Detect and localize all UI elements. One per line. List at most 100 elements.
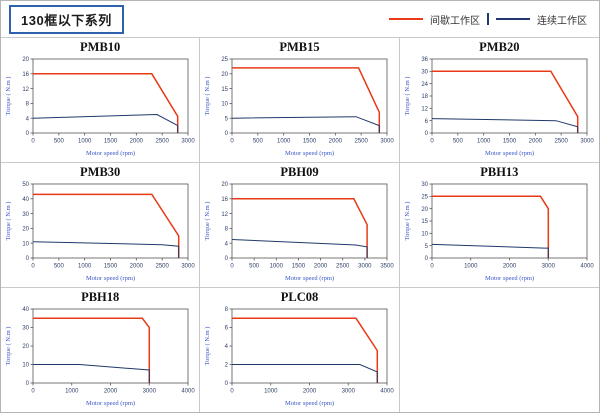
series-title: 130框以下系列 bbox=[9, 4, 124, 34]
legend-intermittent-label: 间歇工作区 bbox=[430, 15, 480, 27]
svg-text:0: 0 bbox=[231, 264, 235, 270]
svg-text:3000: 3000 bbox=[143, 389, 157, 395]
svg-text:0: 0 bbox=[425, 256, 429, 262]
svg-text:4: 4 bbox=[225, 241, 229, 247]
svg-text:Torque ( N.m ): Torque ( N.m ) bbox=[204, 77, 211, 116]
svg-text:10: 10 bbox=[222, 102, 229, 108]
svg-text:12: 12 bbox=[22, 87, 29, 93]
svg-text:2000: 2000 bbox=[503, 264, 517, 270]
svg-text:1000: 1000 bbox=[477, 139, 491, 145]
svg-text:1500: 1500 bbox=[292, 264, 306, 270]
svg-text:36: 36 bbox=[422, 57, 429, 63]
svg-text:15: 15 bbox=[422, 219, 429, 225]
svg-text:8: 8 bbox=[225, 227, 229, 233]
svg-text:1000: 1000 bbox=[65, 389, 79, 395]
svg-text:2500: 2500 bbox=[355, 139, 369, 145]
svg-text:30: 30 bbox=[422, 182, 429, 188]
svg-text:0: 0 bbox=[26, 381, 30, 387]
svg-text:18: 18 bbox=[422, 94, 429, 100]
svg-text:20: 20 bbox=[222, 182, 229, 188]
svg-text:Torque ( N.m ): Torque ( N.m ) bbox=[5, 327, 12, 366]
svg-text:2500: 2500 bbox=[337, 264, 351, 270]
svg-text:16: 16 bbox=[222, 197, 229, 203]
intermittent-line-icon bbox=[389, 18, 423, 20]
svg-text:5: 5 bbox=[225, 116, 229, 122]
svg-text:10: 10 bbox=[22, 363, 29, 369]
svg-text:2000: 2000 bbox=[314, 264, 328, 270]
svg-text:0: 0 bbox=[431, 139, 435, 145]
svg-text:10: 10 bbox=[22, 241, 29, 247]
svg-text:16: 16 bbox=[22, 72, 29, 78]
chart-title: PMB15 bbox=[279, 40, 320, 54]
svg-text:20: 20 bbox=[22, 344, 29, 350]
svg-text:0: 0 bbox=[225, 131, 229, 137]
legend-divider bbox=[487, 13, 489, 25]
svg-text:30: 30 bbox=[422, 70, 429, 76]
svg-text:2000: 2000 bbox=[529, 139, 543, 145]
svg-text:Torque ( N.m ): Torque ( N.m ) bbox=[5, 202, 12, 241]
svg-text:3000: 3000 bbox=[181, 264, 195, 270]
svg-text:2500: 2500 bbox=[555, 139, 569, 145]
svg-text:3500: 3500 bbox=[381, 264, 395, 270]
svg-text:500: 500 bbox=[453, 139, 464, 145]
svg-text:1000: 1000 bbox=[265, 389, 279, 395]
svg-text:40: 40 bbox=[22, 197, 29, 203]
svg-text:Motor speed (rpm): Motor speed (rpm) bbox=[285, 400, 334, 407]
svg-text:5: 5 bbox=[425, 244, 429, 250]
chart-title: PBH13 bbox=[480, 165, 519, 179]
svg-text:2000: 2000 bbox=[130, 264, 144, 270]
svg-text:0: 0 bbox=[225, 381, 229, 387]
svg-text:0: 0 bbox=[26, 131, 30, 137]
svg-text:8: 8 bbox=[26, 102, 30, 108]
svg-text:3000: 3000 bbox=[342, 389, 356, 395]
svg-text:30: 30 bbox=[22, 212, 29, 218]
svg-text:Motor speed (rpm): Motor speed (rpm) bbox=[86, 400, 135, 407]
svg-text:0: 0 bbox=[31, 389, 35, 395]
svg-text:500: 500 bbox=[253, 139, 264, 145]
svg-text:20: 20 bbox=[222, 72, 229, 78]
chart-title: PMB30 bbox=[80, 165, 121, 179]
svg-text:4000: 4000 bbox=[381, 389, 395, 395]
svg-text:Torque ( N.m ): Torque ( N.m ) bbox=[5, 77, 12, 116]
svg-text:40: 40 bbox=[22, 307, 29, 313]
svg-text:Torque ( N.m ): Torque ( N.m ) bbox=[204, 327, 211, 366]
svg-text:0: 0 bbox=[31, 139, 35, 145]
svg-text:3000: 3000 bbox=[381, 139, 395, 145]
svg-text:25: 25 bbox=[222, 57, 229, 63]
svg-text:1000: 1000 bbox=[277, 139, 291, 145]
svg-text:2000: 2000 bbox=[130, 139, 144, 145]
svg-text:Motor speed (rpm): Motor speed (rpm) bbox=[285, 275, 334, 282]
svg-text:3000: 3000 bbox=[581, 139, 595, 145]
svg-text:0: 0 bbox=[31, 264, 35, 270]
svg-text:15: 15 bbox=[222, 87, 229, 93]
svg-text:10: 10 bbox=[422, 232, 429, 238]
svg-text:Torque ( N.m ): Torque ( N.m ) bbox=[204, 202, 211, 241]
chart-title: PBH09 bbox=[280, 165, 319, 179]
svg-text:Motor speed (rpm): Motor speed (rpm) bbox=[86, 275, 135, 282]
svg-text:2000: 2000 bbox=[329, 139, 343, 145]
svg-text:30: 30 bbox=[22, 326, 29, 332]
svg-text:1000: 1000 bbox=[464, 264, 478, 270]
svg-text:20: 20 bbox=[22, 57, 29, 63]
continuous-line-icon bbox=[496, 18, 530, 20]
svg-text:2500: 2500 bbox=[156, 139, 170, 145]
svg-text:Motor speed (rpm): Motor speed (rpm) bbox=[285, 150, 334, 157]
svg-text:1500: 1500 bbox=[104, 264, 118, 270]
svg-text:500: 500 bbox=[54, 264, 65, 270]
svg-text:8: 8 bbox=[225, 307, 229, 313]
svg-text:12: 12 bbox=[422, 107, 429, 113]
svg-text:3000: 3000 bbox=[359, 264, 373, 270]
svg-text:1500: 1500 bbox=[303, 139, 317, 145]
svg-text:4000: 4000 bbox=[181, 389, 195, 395]
